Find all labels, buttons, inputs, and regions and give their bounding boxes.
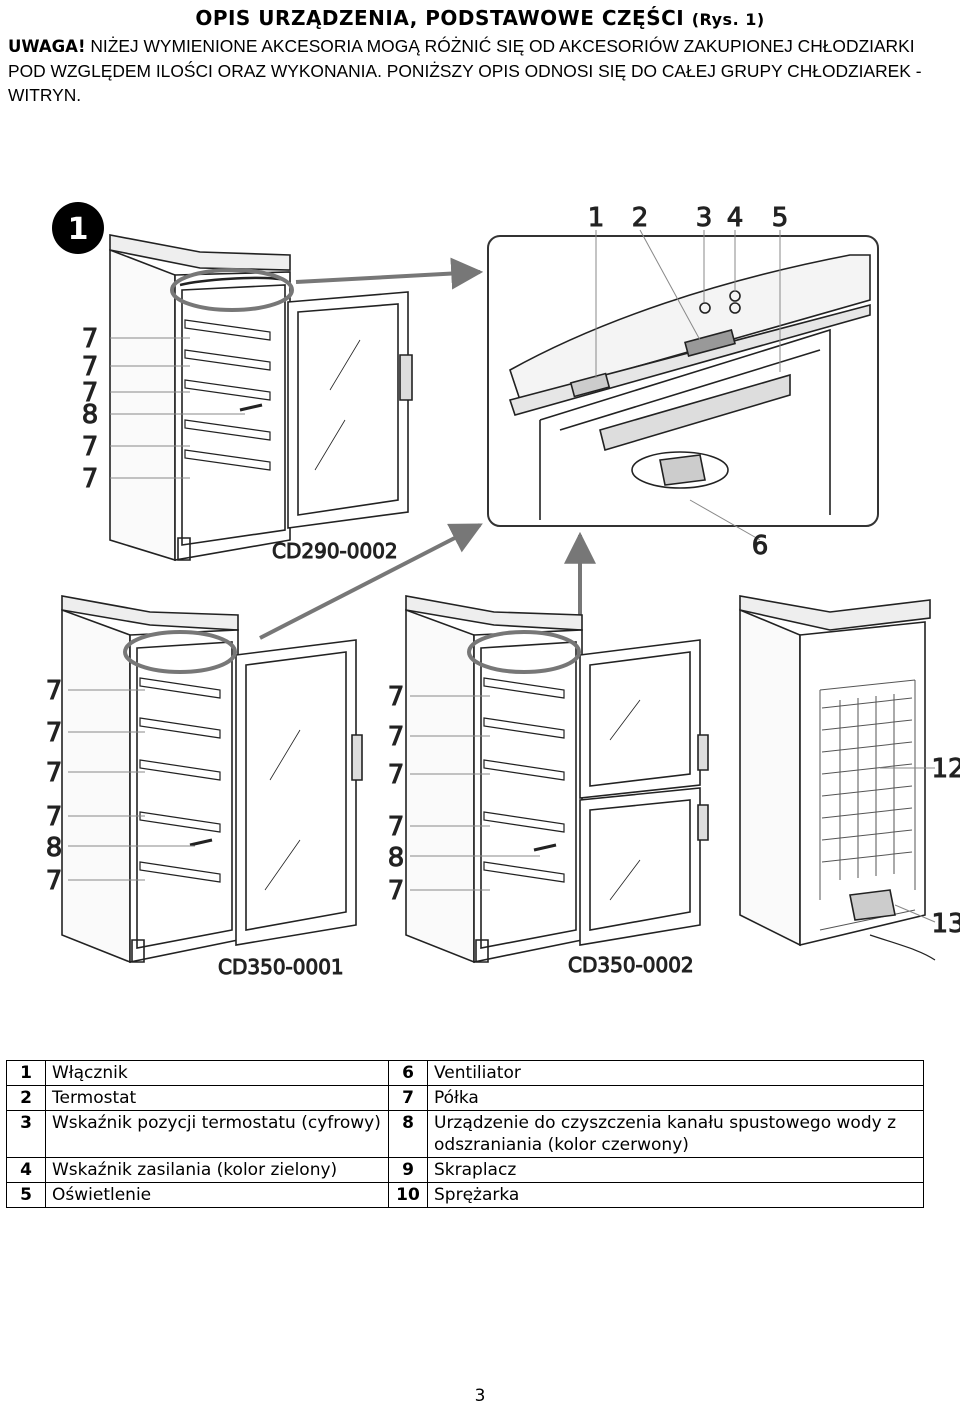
detail-leaders [595,229,781,541]
model-cd350-0001: CD350-0001 [218,955,344,979]
part-name: Oświetlenie [45,1182,389,1208]
page-number: 3 [474,1386,486,1406]
rear-leaders [880,767,936,923]
figure-badge: 1 [52,202,104,254]
svg-text:1: 1 [68,212,89,247]
part-number: 5 [6,1182,46,1208]
rear-label-13: 13 [931,909,960,939]
cd350b-leaders [410,695,540,891]
cd350a-leaders [68,689,195,881]
cd350a-label-7c: 7 [46,758,63,788]
part-number: 2 [6,1085,46,1111]
fridge-cd290 [109,234,413,562]
part-name: Wskaźnik zasilania (kolor zielony) [45,1157,389,1183]
intro-text: NIŻEJ WYMIENIONE AKCESORIA MOGĄ RÓŻNIĆ S… [8,36,922,105]
fridge-cd350-0002 [405,595,709,964]
part-number: 4 [6,1157,46,1183]
cd350b-label-7d: 7 [388,812,405,842]
part-number: 9 [388,1157,428,1183]
cd350b-label-7c: 7 [388,760,405,790]
part-name: Sprężarka [427,1182,924,1208]
cd290-leaders [110,337,245,479]
part-number: 1 [6,1060,46,1086]
fridge-cd350-0001 [61,595,363,964]
part-name: Skraplacz [427,1157,924,1183]
cd350a-label-7b: 7 [46,718,63,748]
fridge-rear-view [739,595,936,961]
cd350a-label-7d: 7 [46,802,63,832]
title-ref: (Rys. 1) [691,10,765,29]
cd290-label-7d: 7 [82,432,99,462]
part-name: Półka [427,1085,924,1111]
model-cd350-0002: CD350-0002 [568,953,694,977]
page-title: OPIS URZĄDZENIA, PODSTAWOWE CZĘŚCI (Rys.… [0,6,960,30]
detail-label-5: 5 [772,203,789,233]
cd290-label-7b: 7 [82,352,99,382]
part-name: Urządzenie do czyszczenia kanału spustow… [427,1110,924,1158]
cd350a-label-8: 8 [46,833,63,863]
cd350b-label-8: 8 [388,843,405,873]
cd350a-label-7e: 7 [46,866,63,896]
detail-label-2: 2 [632,203,649,233]
cd290-label-8: 8 [82,400,99,430]
detail-label-6: 6 [752,531,769,561]
part-number: 8 [388,1110,428,1158]
rear-label-12: 12 [931,754,960,784]
part-number: 10 [388,1182,428,1208]
cd350b-label-7a: 7 [388,682,405,712]
control-panel-detail [487,235,879,527]
part-number: 7 [388,1085,428,1111]
cd350b-label-7b: 7 [388,722,405,752]
detail-label-1: 1 [588,203,605,233]
warning-label: UWAGA! [8,37,86,56]
part-name: Ventiliator [427,1060,924,1086]
title-main: OPIS URZĄDZENIA, PODSTAWOWE CZĘŚCI [195,6,685,30]
cd290-label-7c: 7 [82,378,99,408]
detail-label-3: 3 [696,203,713,233]
cd350b-label-7e: 7 [388,876,405,906]
intro-paragraph: UWAGA! NIŻEJ WYMIENIONE AKCESORIA MOGĄ R… [8,34,954,107]
part-name: Wskaźnik pozycji termostatu (cyfrowy) [45,1110,389,1158]
model-cd290: CD290-0002 [272,539,398,563]
detail-label-4: 4 [727,203,744,233]
part-name: Termostat [45,1085,389,1111]
cd290-label-7e: 7 [82,464,99,494]
cd290-label-7a: 7 [82,324,99,354]
part-number: 6 [388,1060,428,1086]
part-name: Włącznik [45,1060,389,1086]
figure-1: 1 7 7 7 8 7 7 CD29 [45,202,960,980]
part-number: 3 [6,1110,46,1158]
cd350a-label-7a: 7 [46,676,63,706]
